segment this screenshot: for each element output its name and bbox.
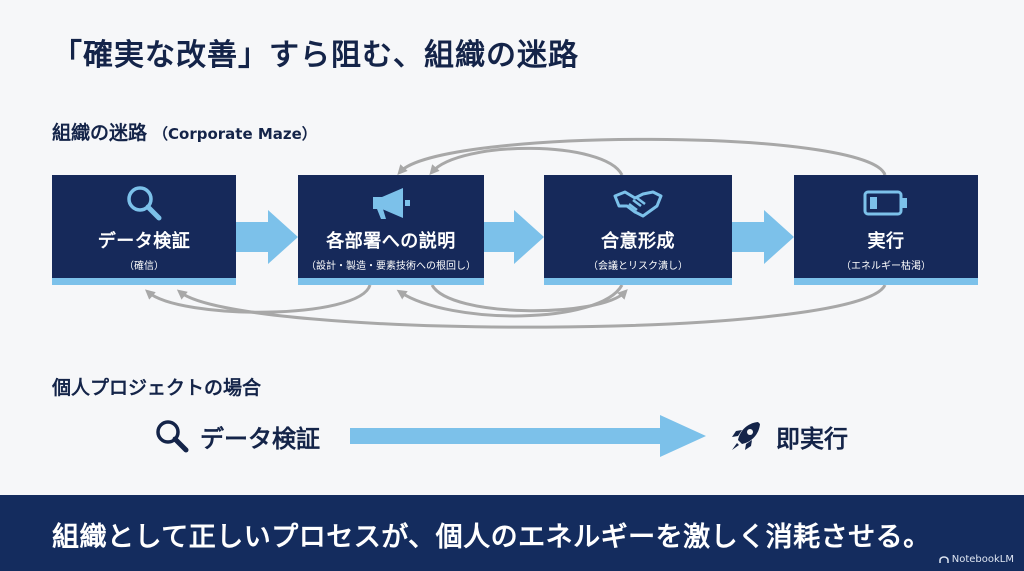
- step-sub: （確信）: [124, 261, 164, 272]
- loop-arrow-top-inner: [429, 146, 624, 176]
- brand-icon: [939, 555, 949, 564]
- loop-arrow-bottom-2: [430, 284, 628, 313]
- magnifier-icon: [154, 418, 190, 454]
- personal-start: データ検証: [154, 418, 320, 454]
- page-title: 「確実な改善」すら阻む、組織の迷路: [52, 38, 579, 73]
- forward-arrow-3: [732, 210, 794, 264]
- loop-arrow-bottom-3: [176, 284, 887, 329]
- brand-label: NotebookLM: [951, 554, 1014, 565]
- step-label: 実行: [867, 231, 905, 252]
- step-label: データ検証: [97, 231, 191, 252]
- personal-end: 即実行: [728, 418, 848, 454]
- magnifier-icon: [124, 185, 164, 221]
- step-sub: （設計・製造・要素技術への根回し）: [306, 261, 476, 272]
- personal-heading: 個人プロジェクトの場合: [52, 377, 262, 399]
- maze-heading-sub: （Corporate Maze）: [153, 125, 317, 143]
- step-label: 合意形成: [601, 231, 675, 252]
- personal-flow: データ検証 即実行: [0, 410, 1024, 466]
- forward-arrow-2: [484, 210, 544, 264]
- direct-arrow: [350, 415, 706, 457]
- step-label: 各部署への説明: [326, 231, 456, 252]
- maze-heading-label: 組織の迷路: [52, 122, 148, 144]
- rocket-icon: [728, 418, 764, 454]
- loop-arrow-top-outer: [397, 137, 887, 176]
- brand-mark: NotebookLM: [939, 554, 1014, 565]
- personal-end-label: 即実行: [776, 424, 848, 453]
- step-sub: （会議とリスク潰し）: [588, 261, 688, 272]
- footer-banner: 組織として正しいプロセスが、個人のエネルギーを激しく消耗させる。 Noteboo…: [0, 495, 1024, 571]
- handshake-icon: [613, 185, 663, 221]
- loop-arrow-bottom-4: [396, 284, 624, 318]
- megaphone-icon: [369, 185, 413, 221]
- personal-start-label: データ検証: [200, 424, 320, 453]
- forward-arrow-1: [236, 210, 298, 264]
- footer-message: 組織として正しいプロセスが、個人のエネルギーを激しく消耗させる。: [52, 522, 931, 553]
- step-box-consensus: 合意形成 （会議とリスク潰し）: [544, 175, 732, 285]
- step-box-execution: 実行 （エネルギー枯渇）: [794, 175, 978, 285]
- step-sub: （エネルギー枯渇）: [841, 261, 931, 272]
- low-battery-icon: [863, 185, 909, 221]
- step-box-data-verification: データ検証 （確信）: [52, 175, 236, 285]
- step-box-department-explanation: 各部署への説明 （設計・製造・要素技術への根回し）: [298, 175, 484, 285]
- maze-heading: 組織の迷路 （Corporate Maze）: [52, 118, 317, 145]
- loop-arrow-bottom-1: [144, 284, 372, 314]
